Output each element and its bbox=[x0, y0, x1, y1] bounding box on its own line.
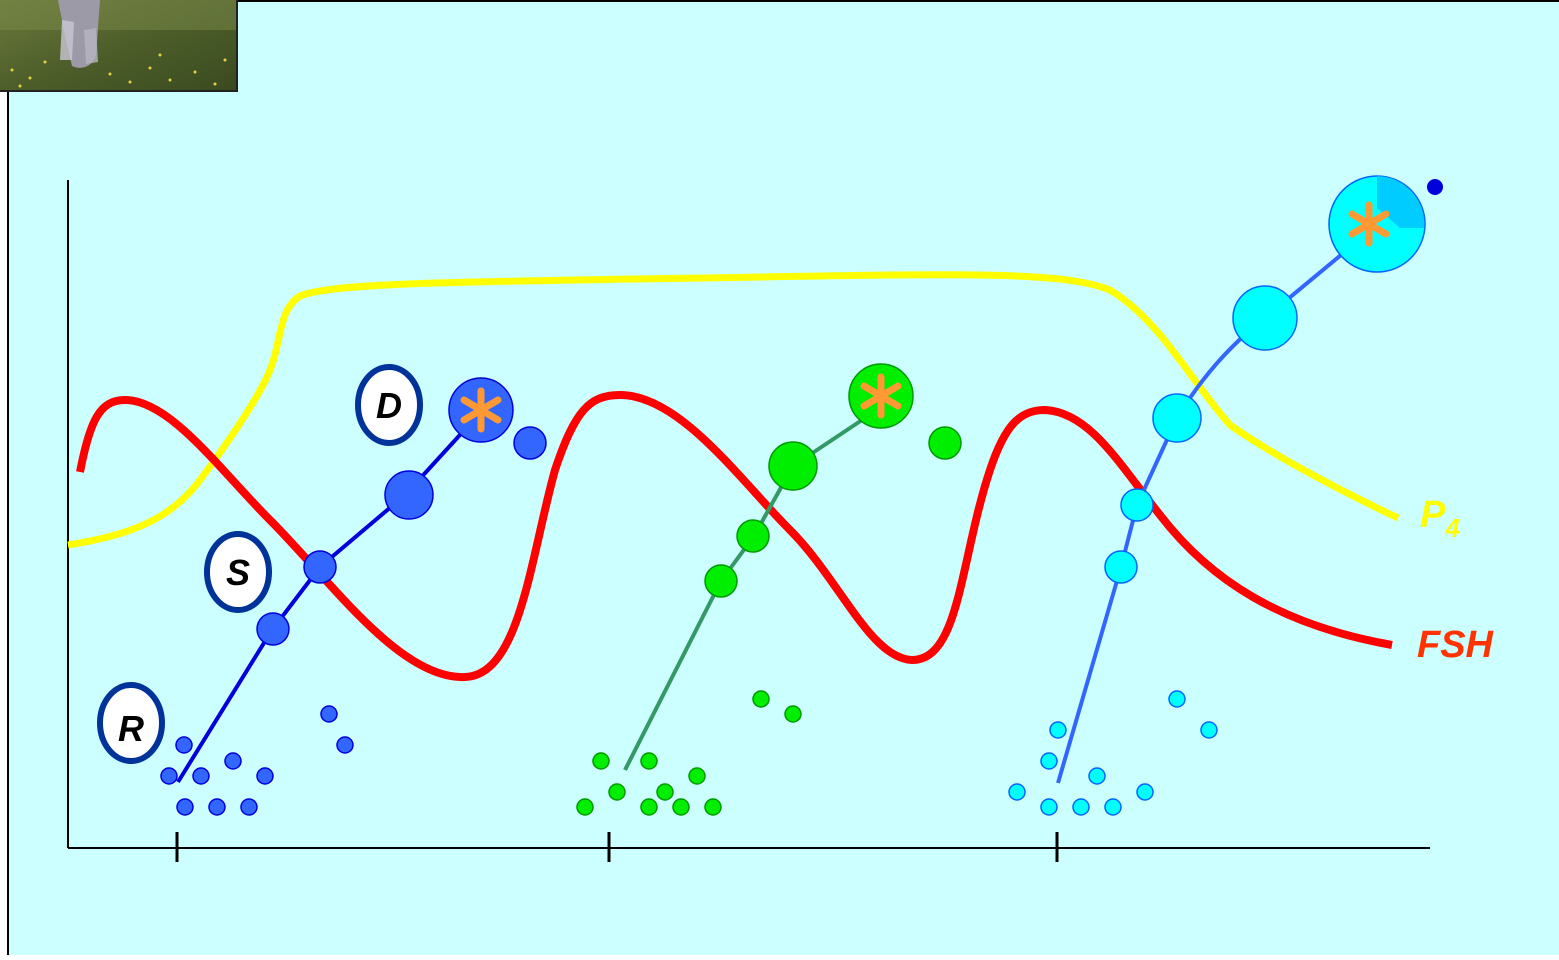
wave3-ovulatory-follicle bbox=[1328, 175, 1426, 273]
small-follicle bbox=[256, 767, 274, 785]
small-follicle bbox=[320, 705, 338, 723]
wave1-small-follicles bbox=[160, 705, 354, 816]
follicle bbox=[1232, 285, 1298, 351]
p4-label: P4 bbox=[1420, 494, 1460, 543]
small-follicle bbox=[1040, 752, 1058, 770]
small-follicle bbox=[1049, 721, 1067, 739]
follicle bbox=[1120, 488, 1154, 522]
small-follicle bbox=[224, 752, 242, 770]
small-follicle bbox=[1088, 767, 1106, 785]
small-follicle bbox=[704, 798, 722, 816]
phase-label-selection: S bbox=[226, 552, 250, 593]
follicle bbox=[736, 519, 770, 553]
follicle bbox=[1152, 393, 1202, 443]
small-follicle bbox=[672, 798, 690, 816]
small-follicle bbox=[1136, 783, 1154, 801]
small-follicle bbox=[336, 736, 354, 754]
small-follicle bbox=[1008, 783, 1026, 801]
wave1-ovulatory-follicle bbox=[448, 377, 514, 443]
follicle bbox=[513, 426, 547, 460]
phase-dominance: D bbox=[355, 364, 423, 446]
wave3-growing-follicles bbox=[1104, 285, 1298, 584]
small-follicle bbox=[784, 705, 802, 723]
follicle bbox=[303, 550, 337, 584]
small-follicle bbox=[240, 798, 258, 816]
phase-label-dominance: D bbox=[376, 385, 402, 426]
ovum-dot bbox=[1427, 179, 1443, 195]
small-follicle bbox=[1040, 798, 1058, 816]
asterisk-icon bbox=[860, 373, 902, 419]
small-follicle bbox=[608, 783, 626, 801]
small-follicle bbox=[1168, 690, 1186, 708]
small-follicle bbox=[176, 798, 194, 816]
asterisk-icon bbox=[460, 387, 502, 433]
wave2-small-follicles bbox=[576, 690, 802, 816]
small-follicle bbox=[752, 690, 770, 708]
phase-label-recruitment: R bbox=[118, 708, 144, 749]
wave2-growing-follicles bbox=[704, 426, 962, 598]
wave1-growing-follicles bbox=[256, 426, 547, 646]
small-follicle bbox=[1104, 798, 1122, 816]
small-follicle bbox=[656, 783, 674, 801]
wave3-small-follicles bbox=[1008, 690, 1218, 816]
photo-thumbnail bbox=[0, 0, 238, 92]
small-follicle bbox=[688, 767, 706, 785]
follicle bbox=[384, 470, 434, 520]
small-follicle bbox=[208, 798, 226, 816]
small-follicle bbox=[1200, 721, 1218, 739]
follicle bbox=[928, 426, 962, 460]
follicle bbox=[1104, 550, 1138, 584]
follicle bbox=[768, 441, 818, 491]
p4-curve bbox=[67, 271, 1400, 549]
small-follicle bbox=[640, 798, 658, 816]
small-follicle bbox=[576, 798, 594, 816]
phase-selection: S bbox=[204, 531, 272, 613]
fsh-label: FSH bbox=[1417, 624, 1495, 666]
phase-recruitment: R bbox=[97, 682, 165, 764]
follicle bbox=[704, 564, 738, 598]
small-follicle bbox=[592, 752, 610, 770]
small-follicle bbox=[175, 736, 193, 754]
small-follicle bbox=[160, 767, 178, 785]
wave2-ovulatory-follicle bbox=[848, 363, 914, 429]
follicle bbox=[256, 612, 290, 646]
small-follicle bbox=[1072, 798, 1090, 816]
fsh-curve bbox=[76, 390, 1393, 682]
small-follicle bbox=[640, 752, 658, 770]
small-follicle bbox=[192, 767, 210, 785]
asterisk-icon bbox=[1348, 201, 1390, 247]
